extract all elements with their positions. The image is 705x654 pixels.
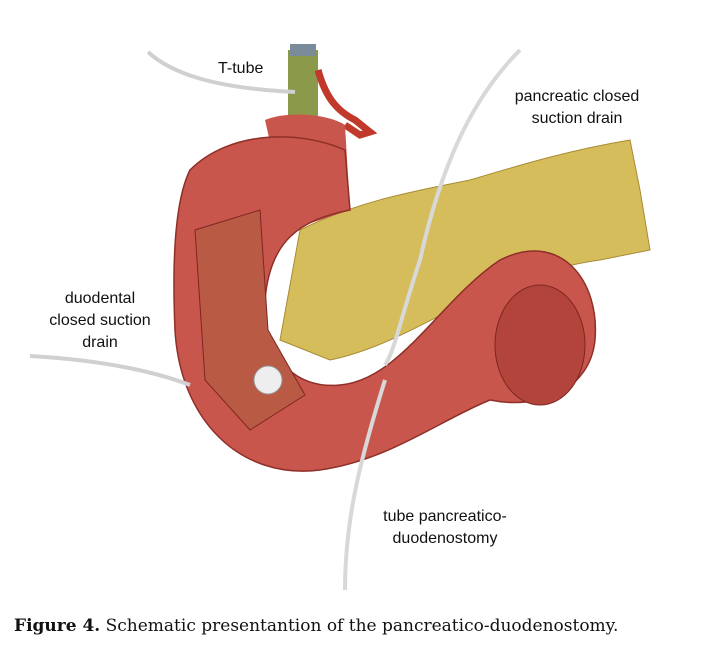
duodenal-drain [29,354,191,387]
artery [314,69,378,139]
label-line: duodenostomy [392,530,498,547]
anastomosis-balloon [253,365,283,395]
pancreaticoduodenostomy-illustration [29,44,651,591]
label-line: closed suction [49,312,151,329]
label-duodenal-drain: duodental closed suction drain [30,288,170,354]
label-line: drain [82,334,118,351]
label-line: duodental [64,290,136,307]
pancreatic-drain [383,48,522,367]
label-line: tube pancreatico- [383,508,507,525]
bile-duct [288,50,318,120]
duodenum-opening [494,284,586,406]
label-pancreatic-drain: pancreatic closed suction drain [492,86,662,130]
label-t-tube: T-tube [218,60,264,77]
t-tube [146,50,296,94]
label-line: suction drain [531,110,623,127]
caption-text: Schematic presentantion of the pancreati… [100,616,619,636]
label-line: pancreatic closed [514,88,640,105]
caption-label: Figure 4. [14,616,101,636]
pancreas [279,139,651,361]
tube-pancreatico-duodenostomy [343,379,387,591]
figure-caption: Figure 4. Schematic presentantion of the… [14,616,618,636]
label-tube-pd: tube pancreatico- duodenostomy [365,506,525,550]
